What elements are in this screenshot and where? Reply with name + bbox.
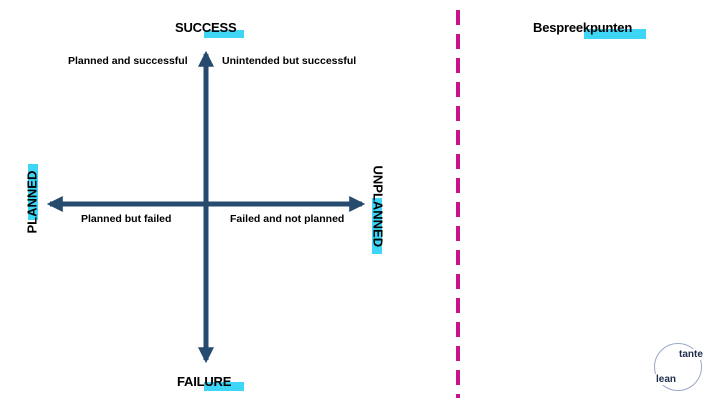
quadrant-top-left-label: Planned and successful — [68, 55, 188, 67]
unplanned-highlight — [372, 198, 382, 254]
failure-highlight — [204, 382, 244, 391]
success-label: SUCCESS — [175, 20, 237, 35]
planned-label: PLANNED — [24, 170, 40, 234]
success-highlight — [204, 30, 244, 38]
planned-highlight — [28, 164, 38, 220]
logo-circle — [654, 343, 702, 391]
bespreekpunten-highlight — [584, 29, 646, 39]
quadrant-bottom-right-label: Failed and not planned — [230, 213, 345, 225]
failure-label: FAILURE — [177, 374, 232, 389]
quadrant-top-right-label: Unintended but successful — [222, 55, 357, 67]
quadrant-bottom-left-label: Planned but failed — [81, 213, 172, 225]
side-panel-title: Bespreekpunten — [533, 20, 633, 35]
logo-text-top: tante — [677, 349, 705, 360]
logo-text-bottom: lean — [654, 374, 679, 385]
unplanned-label: UNPLANNED — [370, 165, 386, 248]
